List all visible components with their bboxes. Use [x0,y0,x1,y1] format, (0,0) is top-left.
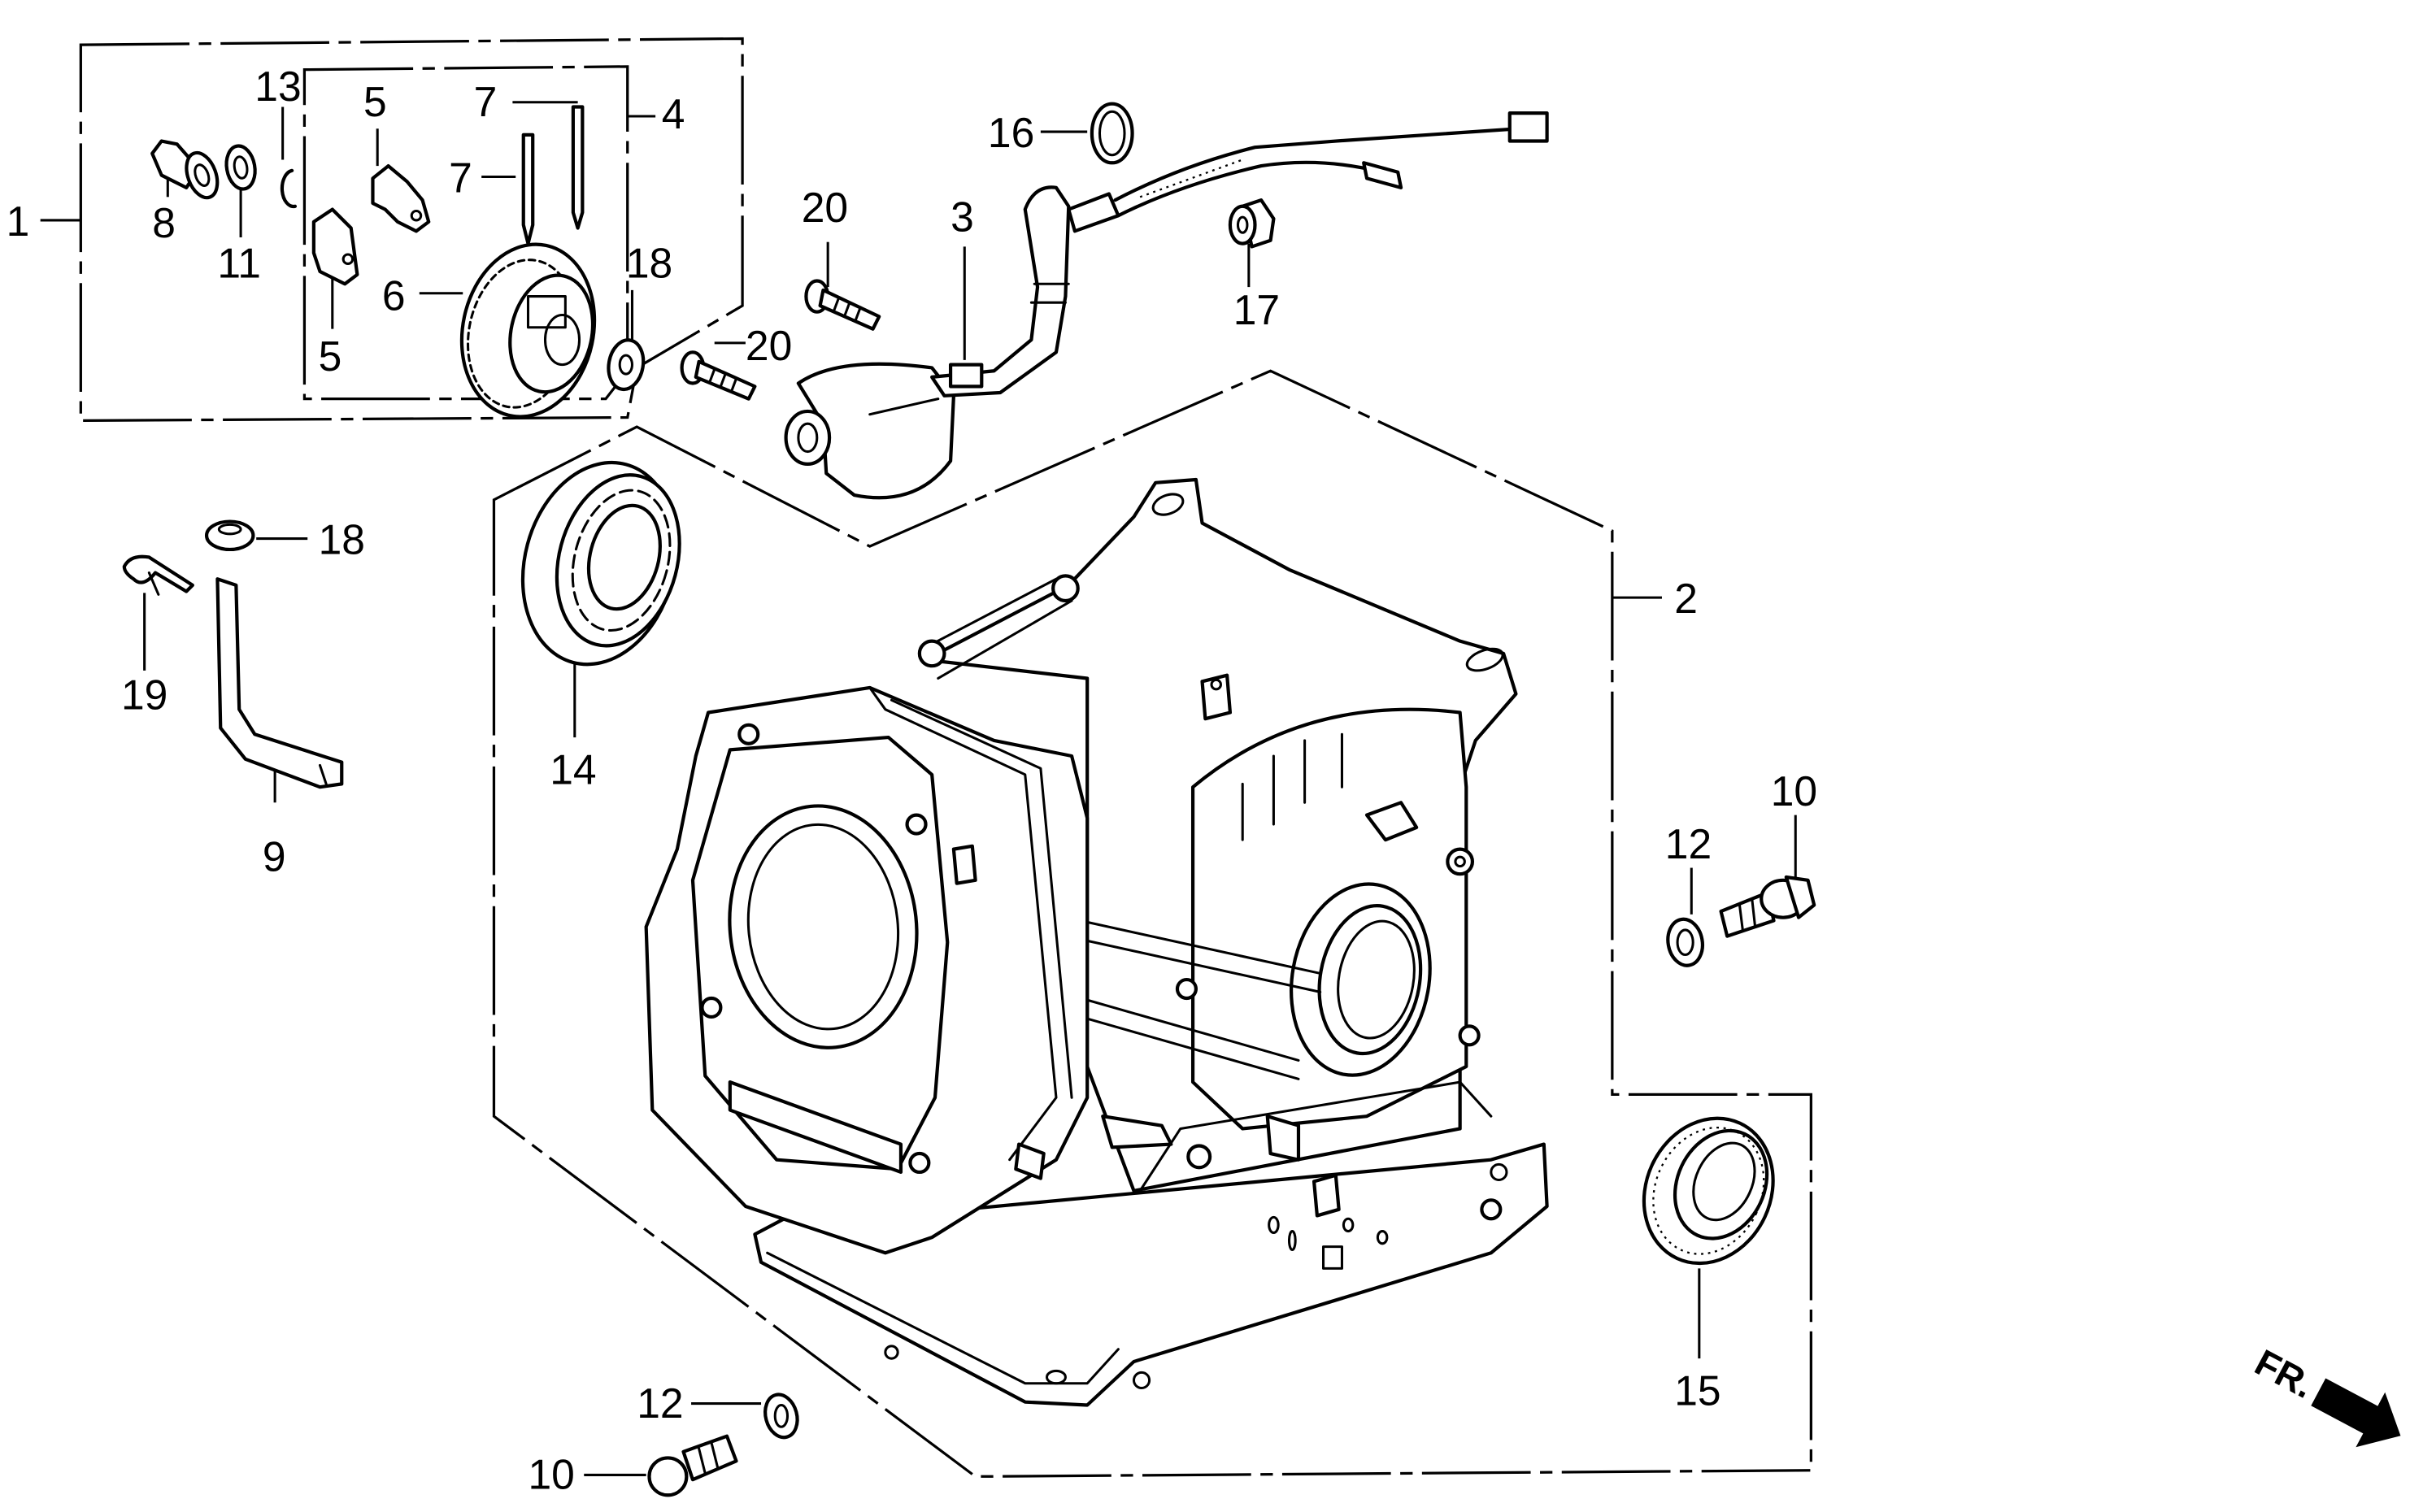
callout-12a: 12 [1665,820,1712,867]
callout-7b: 7 [449,154,472,202]
part-10-drain-bolt-right[interactable] [1719,875,1816,938]
callout-14: 14 [550,745,596,793]
part-13-clip[interactable] [280,168,298,209]
part-14-ball-bearing[interactable] [501,445,698,682]
part-16-o-ring[interactable] [1090,102,1134,165]
callout-15: 15 [1674,1366,1720,1414]
callout-12b: 12 [637,1379,683,1427]
part-12-sealing-washer-bottom[interactable] [760,1391,802,1441]
part-18-washer-left[interactable] [204,519,255,552]
callout-16: 16 [988,109,1034,156]
part-9-dipstick-tube[interactable] [215,577,344,789]
part-2-crankcase[interactable] [644,477,1549,1407]
part-6-governor-gear[interactable] [446,232,610,429]
part-7-governor-pin-left[interactable] [521,133,535,245]
callout-4: 4 [662,90,685,137]
part-11-washer[interactable] [224,144,259,192]
part-19-clip[interactable] [122,554,194,596]
callout-2: 2 [1674,575,1698,622]
callout-17: 17 [1233,286,1280,333]
part-3-oil-level-sensor[interactable] [784,111,1549,500]
callout-labels: 1 4 13 8 11 5 5 7 7 6 18 20 20 3 16 17 1… [7,63,1817,1498]
callout-9: 9 [263,832,286,880]
part-17-flange-nut[interactable] [1228,198,1276,249]
callout-1: 1 [7,198,30,245]
front-direction-indicator: FR. [2248,1341,2401,1448]
callout-5a: 5 [363,78,387,125]
part-10-drain-bolt-bottom[interactable] [647,1434,738,1497]
callout-20a: 20 [802,184,848,231]
part-8-governor-slider[interactable] [150,139,223,202]
part-5-governor-weight-lower[interactable] [311,207,359,286]
callout-18b: 18 [319,516,365,563]
part-15-oil-seal[interactable] [1620,1097,1796,1284]
callout-19: 19 [121,671,167,719]
callout-20b: 20 [746,322,792,369]
callout-6: 6 [382,272,406,319]
group-boundary-2 [492,369,1812,1478]
front-direction-arrow-icon [2311,1378,2401,1448]
callout-11: 11 [217,240,261,287]
part-7-governor-pin-right[interactable] [571,105,585,230]
callout-3: 3 [950,193,974,240]
part-20-flange-bolt-lower[interactable] [680,350,757,401]
part-18-washer-upper[interactable] [605,337,647,392]
callout-13: 13 [254,63,301,110]
fr-label: FR. [2248,1341,2321,1406]
callout-8: 8 [152,199,176,246]
callout-5b: 5 [319,332,342,380]
callout-18a: 18 [626,240,672,287]
callout-10a: 10 [1771,767,1817,815]
part-12-sealing-washer-right[interactable] [1664,916,1706,968]
part-5-governor-weight-upper[interactable] [371,164,431,233]
callout-10b: 10 [528,1451,574,1498]
callout-7a: 7 [474,78,498,125]
part-20-flange-bolt-upper[interactable] [804,279,881,331]
